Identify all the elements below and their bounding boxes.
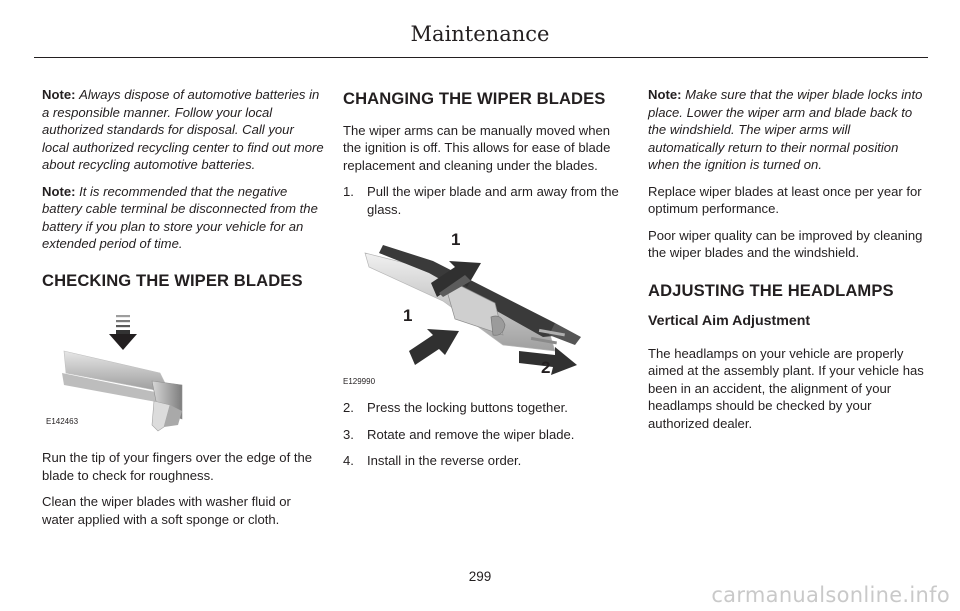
wiper-blade-illustration: [62, 315, 183, 432]
step-text: Press the locking buttons together.: [367, 400, 568, 415]
paragraph-check-roughness: Run the tip of your fingers over the edg…: [42, 450, 313, 483]
section-heading-checking-wiper-blades: CHECKING THE WIPER BLADES: [42, 270, 303, 290]
paragraph-poor-wiper-quality: Poor wiper quality can be improved by cl…: [648, 227, 923, 261]
list-item-step-1: 1. Pull the wiper blade and arm away fro…: [343, 183, 625, 218]
callout-label: 2: [541, 358, 551, 377]
step-number: 2.: [343, 400, 354, 415]
note-wiper-blade-lock: Note: Make sure that the wiper blade loc…: [648, 86, 930, 174]
callout-arrow-icon: [409, 329, 459, 365]
figure-wiper-blade-removal: 1 1 2 E129990: [343, 227, 625, 391]
page-header-title: Maintenance: [410, 22, 550, 46]
column-middle: CHANGING THE WIPER BLADES The wiper arms…: [343, 86, 625, 479]
list-item-step-2: 2. Press the locking buttons together.: [343, 399, 625, 417]
page-number: 299: [468, 569, 492, 584]
note-battery-storage: Note: It is recommended that the negativ…: [42, 183, 324, 253]
column-left: Note: Always dispose of automotive batte…: [42, 86, 324, 537]
note-text: Always dispose of automotive batteries i…: [42, 87, 324, 172]
section-heading-adjusting-headlamps: ADJUSTING THE HEADLAMPS: [648, 280, 894, 300]
step-text: Pull the wiper blade and arm away from t…: [367, 184, 619, 217]
step-number: 4.: [343, 453, 354, 468]
note-label: Note:: [42, 87, 76, 102]
note-label: Note:: [42, 183, 76, 199]
watermark: carmanualsonline.info: [711, 583, 950, 607]
header-rule: [34, 57, 928, 58]
callout-arrow-icon: [431, 261, 481, 297]
paragraph-clean-blades: Clean the wiper blades with washer fluid…: [42, 494, 291, 527]
note-text: Make sure that the wiper blade locks int…: [648, 87, 923, 172]
callout-label: 1: [403, 306, 413, 325]
column-right: Note: Make sure that the wiper blade loc…: [648, 86, 930, 441]
note-text: It is recommended that the negative batt…: [42, 183, 318, 252]
figure-id: E142463: [46, 417, 79, 426]
section-heading-changing-wiper-blades: CHANGING THE WIPER BLADES: [343, 89, 606, 108]
note-label: Note:: [648, 87, 682, 102]
paragraph-headlamp-aim: The headlamps on your vehicle are proper…: [648, 345, 924, 431]
paragraph-replace-blades: Replace wiper blades at least once per y…: [648, 183, 922, 217]
list-item-step-3: 3. Rotate and remove the wiper blade.: [343, 426, 625, 444]
wiper-arm-illustration: [364, 245, 581, 375]
down-arrow-icon: [109, 315, 137, 350]
note-battery-disposal: Note: Always dispose of automotive batte…: [42, 86, 324, 174]
step-number: 3.: [343, 426, 354, 442]
paragraph-wiper-arms-intro: The wiper arms can be manually moved whe…: [343, 122, 611, 173]
figure-id: E129990: [343, 377, 376, 386]
step-number: 1.: [343, 184, 354, 199]
step-text: Rotate and remove the wiper blade.: [367, 426, 575, 442]
list-item-step-4: 4. Install in the reverse order.: [343, 452, 625, 470]
step-text: Install in the reverse order.: [367, 453, 522, 468]
figure-wiper-blade-check: E142463: [42, 301, 324, 439]
callout-arrow-icon: [519, 328, 577, 375]
subheading-vertical-aim: Vertical Aim Adjustment: [648, 313, 811, 329]
callout-label: 1: [451, 230, 461, 249]
